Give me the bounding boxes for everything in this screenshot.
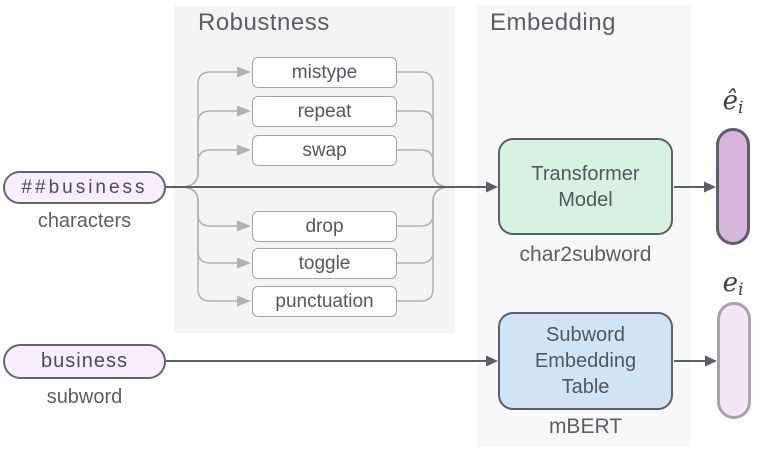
table-caption: mBERT (548, 415, 623, 438)
edge-to-mistype (183, 71, 237, 188)
subword-pill-word: business (41, 350, 128, 372)
arrowhead-mistype (237, 66, 251, 78)
arrowhead-punctuation (237, 295, 251, 307)
e-subscript: i (737, 280, 744, 300)
e-label: ei (708, 270, 758, 299)
dark-arrowheads (486, 181, 717, 367)
op-box-toggle: toggle (252, 248, 397, 279)
op-box-mistype: mistype (252, 57, 397, 88)
subword-input-pill: business (3, 344, 166, 379)
transformer-model-box: Transformer Model (498, 138, 673, 235)
arrowhead-e-input (705, 355, 717, 367)
op-box-drop: drop (252, 211, 397, 242)
edge-to-drop (183, 186, 237, 227)
edge-to-toggle (183, 186, 237, 264)
subword-embedding-table-box: Subword Embedding Table (498, 312, 673, 410)
e-base: e (722, 268, 738, 298)
e-hat-label: êi (708, 88, 758, 117)
op-box-swap: swap (252, 135, 397, 166)
edge-to-repeat (183, 110, 237, 188)
arrowhead-repeat (237, 105, 251, 117)
characters-caption: characters (37, 210, 132, 232)
edge-to-swap (183, 149, 237, 188)
e-hat-subscript: i (737, 98, 744, 118)
characters-pill-word: business (48, 176, 148, 198)
edge-from-mistype (397, 71, 448, 188)
edge-from-repeat (397, 110, 448, 188)
edge-from-swap (397, 149, 448, 188)
characters-input-pill: ##business (3, 171, 166, 204)
edge-from-punctuation (397, 186, 448, 302)
subword-caption: subword (46, 386, 123, 408)
characters-pill-prefix: ## (21, 176, 49, 198)
arrowhead-transformer-input (486, 181, 498, 193)
embedding-panel-title: Embedding (490, 9, 616, 36)
e-hat-base: ê (722, 86, 738, 116)
arrowhead-swap (237, 144, 251, 156)
edge-to-punctuation (183, 186, 237, 302)
e-output-pill (717, 302, 751, 419)
main-flow-lines (166, 186, 706, 362)
op-box-repeat: repeat (252, 96, 397, 127)
transformer-caption: char2subword (519, 243, 652, 266)
op-box-punctuation: punctuation (252, 286, 397, 317)
arrowhead-toggle (237, 257, 251, 269)
edge-from-drop (397, 186, 448, 227)
edge-from-toggle (397, 186, 448, 264)
arrowhead-drop (237, 220, 251, 232)
light-arrowheads (237, 66, 251, 307)
robustness-panel-title: Robustness (198, 9, 330, 36)
arrowhead-ehat-input (704, 181, 716, 193)
light-edges (183, 71, 448, 302)
e-hat-output-pill (716, 128, 750, 245)
arrowhead-table-input (486, 355, 498, 367)
